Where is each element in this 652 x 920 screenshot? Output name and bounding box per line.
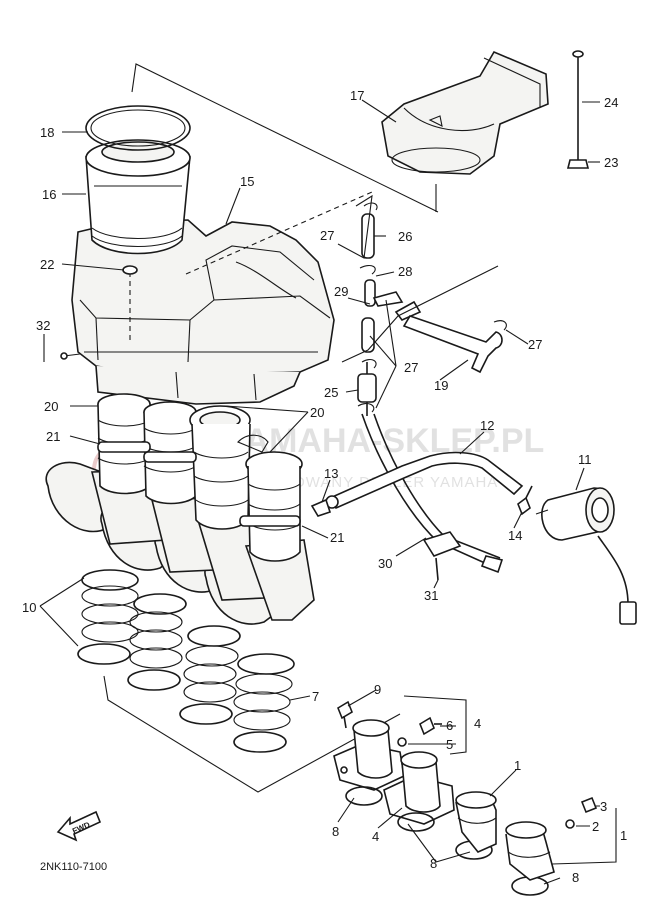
callout-20-right: 20 xyxy=(310,405,324,420)
callout-31: 31 xyxy=(424,588,438,603)
callout-18: 18 xyxy=(40,125,54,140)
joint-4-a xyxy=(333,719,405,791)
callout-8-left: 8 xyxy=(332,824,339,839)
nut-23 xyxy=(566,159,590,169)
air-filter-case xyxy=(60,219,335,405)
callout-32: 32 xyxy=(36,318,50,333)
callout-labels: 18 16 15 22 32 17 24 23 27 26 28 29 27 2… xyxy=(22,88,627,885)
joint-1-a xyxy=(455,791,497,853)
callout-26: 26 xyxy=(398,229,412,244)
callout-6: 6 xyxy=(446,718,453,733)
clip-27 xyxy=(357,320,507,413)
callout-1-right: 1 xyxy=(620,828,627,843)
callout-21-left: 21 xyxy=(46,429,60,444)
screw-14 xyxy=(517,485,533,516)
callout-16: 16 xyxy=(42,187,56,202)
callout-25: 25 xyxy=(324,385,338,400)
callout-8-right: 8 xyxy=(572,870,579,885)
washer-5 xyxy=(397,737,407,747)
callout-14: 14 xyxy=(508,528,522,543)
hose-19 xyxy=(402,315,503,374)
callout-20-left: 20 xyxy=(44,399,58,414)
diagram-code: 2NK110-7100 xyxy=(40,861,107,873)
intake-boot-3 xyxy=(189,405,251,530)
hose-clamp-7 xyxy=(233,653,295,753)
callout-4-right: 4 xyxy=(474,716,481,731)
hose-clamp-10 xyxy=(77,569,241,725)
seal-ring xyxy=(85,105,191,151)
clip-13 xyxy=(310,498,332,517)
callout-11: 11 xyxy=(578,452,592,467)
screw-3 xyxy=(580,796,598,814)
clamp-31 xyxy=(422,531,462,581)
hose-28 xyxy=(359,265,376,307)
callout-29: 29 xyxy=(334,284,348,299)
callout-10: 10 xyxy=(22,600,36,615)
callout-27-mid: 27 xyxy=(404,360,418,375)
screw-9 xyxy=(337,700,353,729)
callout-7: 7 xyxy=(312,689,319,704)
callout-12: 12 xyxy=(480,418,494,433)
callout-28: 28 xyxy=(398,264,412,279)
callout-1-top: 1 xyxy=(514,758,521,773)
fuel-pump-11 xyxy=(535,487,637,625)
washer-2 xyxy=(565,819,575,829)
air-filter-element xyxy=(85,139,191,255)
callout-30: 30 xyxy=(378,556,392,571)
clamp-21 xyxy=(97,441,301,527)
callout-17: 17 xyxy=(350,88,364,103)
callout-8-mid: 8 xyxy=(430,856,437,871)
callout-2: 2 xyxy=(592,819,599,834)
callout-27-top: 27 xyxy=(320,228,334,243)
callout-23: 23 xyxy=(604,155,618,170)
callout-13: 13 xyxy=(324,466,338,481)
callout-15: 15 xyxy=(240,174,254,189)
hose-12 xyxy=(325,451,524,510)
fuel-filter-25 xyxy=(357,362,377,416)
callout-3: 3 xyxy=(600,799,607,814)
joint-29 xyxy=(372,291,422,321)
fwd-arrow: FWD xyxy=(56,810,102,842)
callout-21-right: 21 xyxy=(330,530,344,545)
callout-22: 22 xyxy=(40,257,54,272)
screw-6 xyxy=(419,716,442,736)
intake-boot-4 xyxy=(237,434,303,562)
intake-duct xyxy=(381,50,549,175)
callout-24: 24 xyxy=(604,95,618,110)
callout-19: 19 xyxy=(434,378,448,393)
hose-29-vertical xyxy=(361,317,375,353)
callout-5: 5 xyxy=(446,737,453,752)
joint-4-b xyxy=(383,751,455,825)
bolt-24 xyxy=(572,50,584,160)
callout-4-bottom: 4 xyxy=(372,829,379,844)
callout-9: 9 xyxy=(374,682,381,697)
leader-lines xyxy=(39,99,617,885)
joint-1-b xyxy=(505,821,555,881)
callout-27-right: 27 xyxy=(528,337,542,352)
